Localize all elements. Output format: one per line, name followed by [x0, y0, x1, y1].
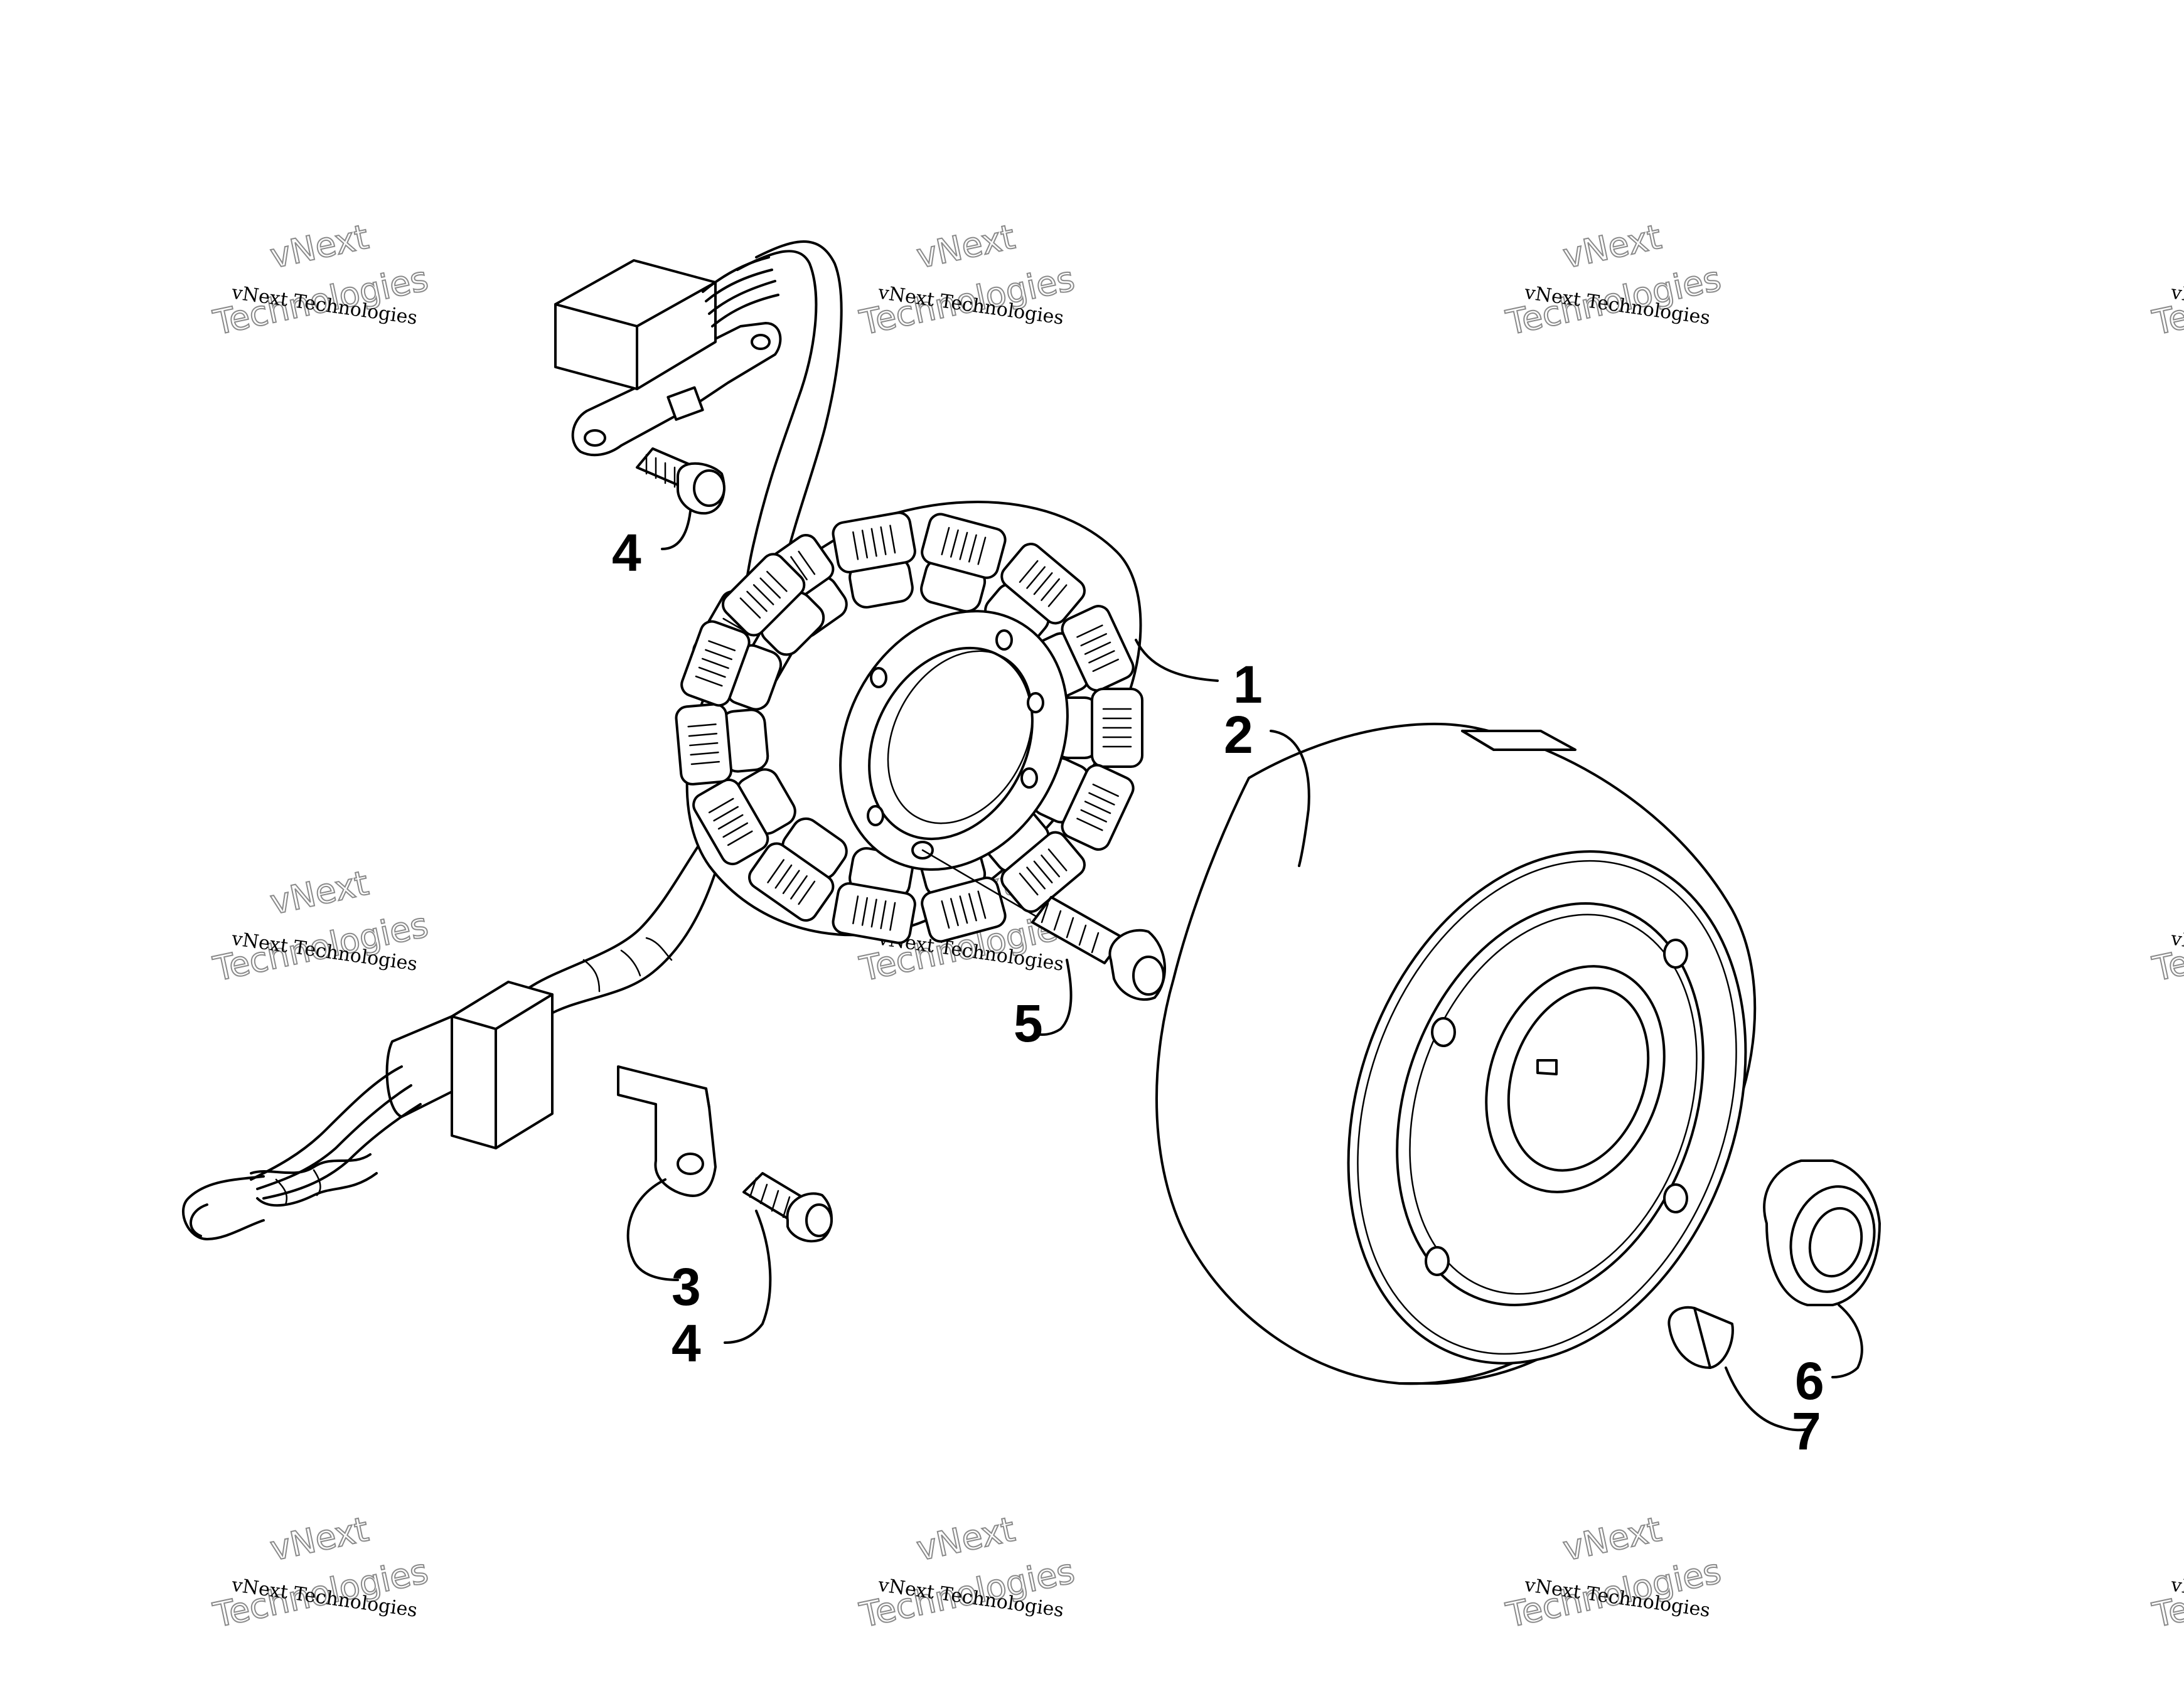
nut-six — [1763, 1159, 1881, 1306]
lower-connector — [181, 981, 554, 1240]
screw-five — [921, 849, 1166, 1001]
leader-lines — [626, 510, 1863, 1432]
callout-5: 5 — [1014, 994, 1043, 1053]
callout-2: 2 — [1224, 705, 1253, 764]
stator-pole — [920, 843, 1007, 943]
watermark-outline-vnext: vNext — [267, 1510, 372, 1569]
callout-7: 7 — [1792, 1402, 1821, 1461]
stator — [675, 501, 1143, 944]
screw-upper — [636, 447, 725, 515]
stator-pole — [692, 768, 796, 866]
woodruff-key-seven — [1667, 1306, 1734, 1369]
stator-pole — [721, 553, 825, 656]
bracket-three — [617, 1065, 717, 1197]
upper-connector — [554, 256, 782, 457]
callout-1: 1 — [1233, 655, 1263, 714]
callout-4-upper: 4 — [612, 523, 641, 582]
callout-4-lower: 4 — [672, 1314, 701, 1373]
watermark-outline-vnext: vNext — [1560, 217, 1664, 276]
stator-pole — [832, 511, 916, 609]
stator-poles — [675, 511, 1143, 944]
stator-pole — [920, 513, 1007, 613]
watermark-outline-vnext: vNext — [913, 1510, 1018, 1569]
flywheel — [1155, 722, 1757, 1385]
stator-pole — [748, 817, 848, 922]
stator-pole — [675, 703, 769, 786]
stator-pole — [680, 620, 783, 711]
watermark-outline-vnext: vNext — [267, 217, 372, 276]
callout-3: 3 — [672, 1257, 701, 1316]
callout-6: 6 — [1795, 1351, 1824, 1410]
screw-lower — [742, 1172, 833, 1243]
watermark-outline-vnext: vNext — [1560, 1510, 1664, 1569]
watermark-outline-vnext: vNext — [913, 217, 1018, 276]
watermark-outline-vnext: vNext — [267, 863, 372, 922]
